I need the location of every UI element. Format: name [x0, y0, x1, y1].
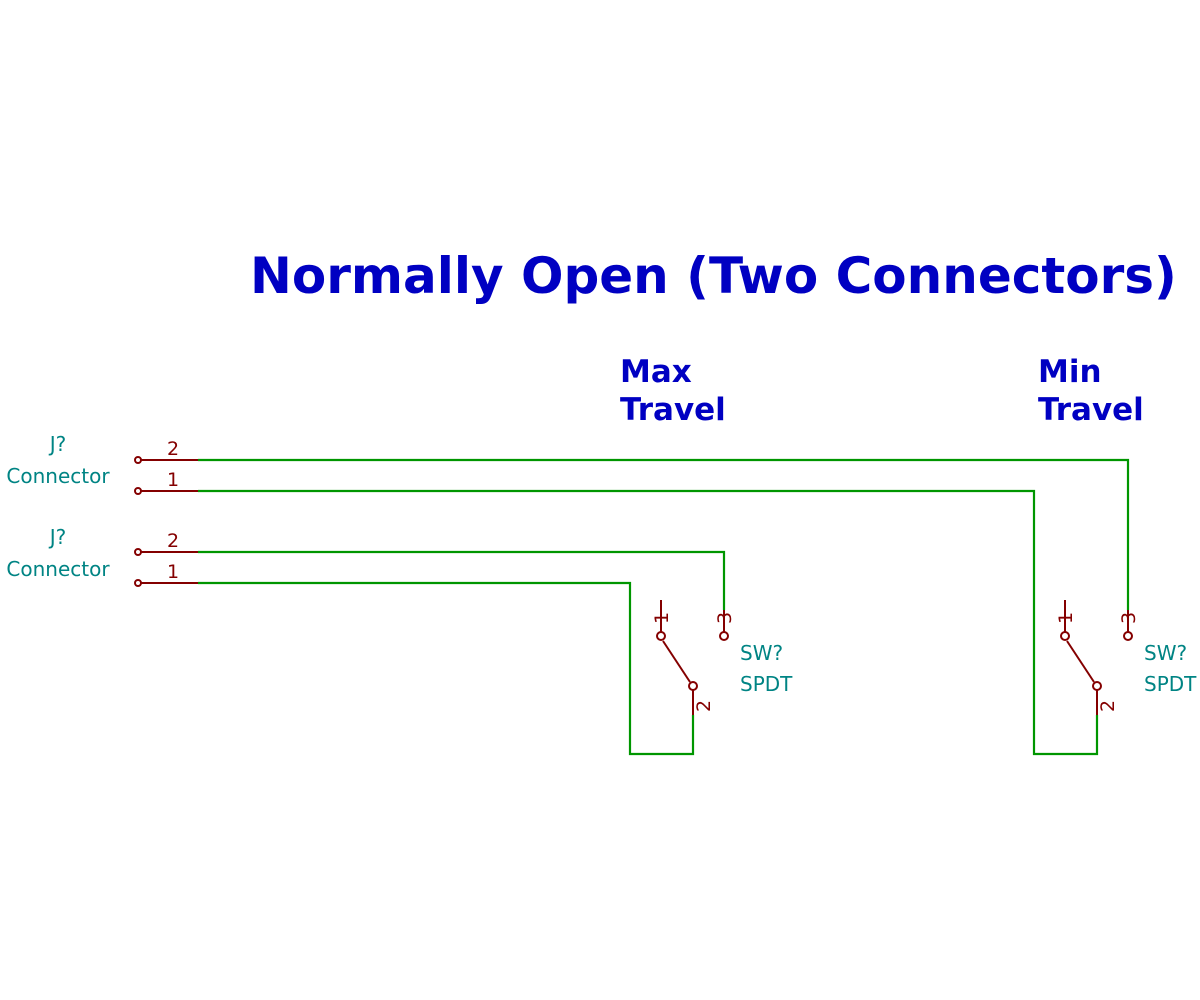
min-travel-heading-line2: Travel — [1038, 392, 1144, 428]
switch-max-lever — [662, 640, 691, 683]
wire-j2-pin2-to-max-sw-pin3 — [198, 550, 726, 610]
max-travel-heading: Max Travel — [620, 354, 726, 428]
connector-j2-pin1-socket — [134, 579, 142, 587]
switch-max-contact-3 — [719, 631, 729, 641]
switch-min-lever — [1066, 640, 1095, 683]
connector-j1-pin2-number: 2 — [167, 438, 179, 460]
connector-j1-pin1-socket — [134, 487, 142, 495]
switch-min-travel: 1 3 2 SW? SPDT — [1055, 600, 1197, 715]
switch-max-pin1-number: 1 — [651, 612, 673, 624]
connector-j1: J? Connector 2 1 — [6, 432, 198, 495]
connector-j2: J? Connector 2 1 — [6, 525, 198, 587]
connector-j1-pin2-socket — [134, 456, 142, 464]
wire-j1-pin2-to-min-sw-pin3 — [198, 458, 1130, 610]
switch-max-travel: 1 3 2 SW? SPDT — [651, 600, 793, 715]
min-travel-heading-line1: Min — [1038, 354, 1102, 390]
diagram-title: Normally Open (Two Connectors) — [250, 247, 1177, 305]
wire-j2-pin1-to-max-sw-pin2 — [198, 581, 695, 756]
wire-j1-pin1-to-min-sw-pin2 — [198, 489, 1099, 756]
switch-max-contact-1 — [656, 631, 666, 641]
min-travel-heading: Min Travel — [1038, 354, 1144, 428]
switch-min-contact-1 — [1060, 631, 1070, 641]
switch-min-ref: SW? — [1144, 641, 1187, 665]
switch-max-pin2-number: 2 — [693, 700, 715, 712]
wires — [198, 458, 1130, 756]
max-travel-heading-line1: Max — [620, 354, 692, 390]
switch-max-common-contact — [688, 681, 698, 691]
switch-min-common-contact — [1092, 681, 1102, 691]
switch-max-pin3-number: 3 — [714, 612, 736, 624]
connector-j1-ref: J? — [48, 432, 67, 456]
connector-j2-pin1-number: 1 — [167, 561, 179, 583]
connector-j2-pin2-number: 2 — [167, 530, 179, 552]
connector-j2-pin2-socket — [134, 548, 142, 556]
max-travel-heading-line2: Travel — [620, 392, 726, 428]
switch-max-ref: SW? — [740, 641, 783, 665]
connector-j2-ref: J? — [48, 525, 67, 549]
connector-j2-value: Connector — [6, 557, 110, 581]
switch-min-pin2-number: 2 — [1097, 700, 1119, 712]
switch-min-pin1-number: 1 — [1055, 612, 1077, 624]
switch-max-value: SPDT — [740, 672, 793, 696]
switch-min-value: SPDT — [1144, 672, 1197, 696]
connector-j1-value: Connector — [6, 464, 110, 488]
switch-min-pin3-number: 3 — [1118, 612, 1140, 624]
connector-j1-pin1-number: 1 — [167, 469, 179, 491]
switch-min-contact-3 — [1123, 631, 1133, 641]
